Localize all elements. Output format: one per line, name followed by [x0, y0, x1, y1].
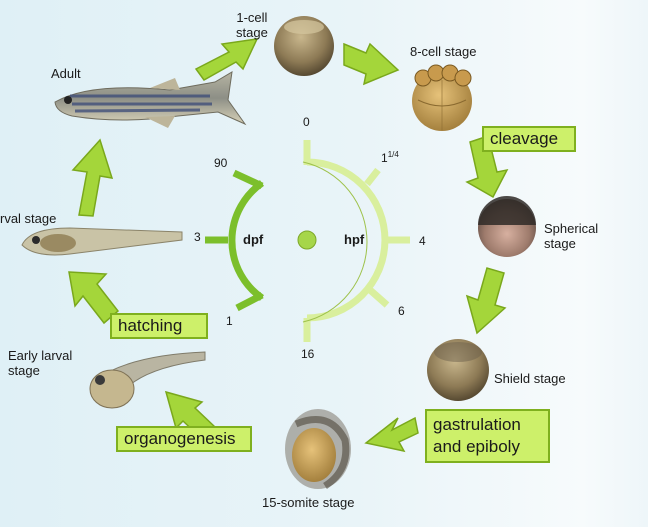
hpf-tick-1-1-4: 11/4: [381, 148, 399, 165]
spherical-stage-label: Spherical stage: [544, 221, 598, 251]
arrow-spherical-to-shield: [467, 268, 505, 333]
arrow-one-cell-to-eight-cell: [344, 44, 398, 84]
somite-15-stage-image: [285, 409, 351, 489]
larval-stage-label: rval stage: [0, 211, 56, 226]
arrow-larval-to-adult: [73, 140, 112, 216]
dpf-unit-label: dpf: [243, 232, 263, 247]
organogenesis-label-box: organogenesis: [116, 426, 252, 452]
hpf-tick-16: 16: [301, 347, 314, 361]
eight-cell-egg-image: [412, 65, 472, 131]
hpf-tick-0: 0: [303, 115, 310, 129]
gastrulation-label-box: gastrulation and epiboly: [425, 409, 550, 463]
hpf-tick-1-sup: 1/4: [388, 150, 399, 159]
hpf-unit-label: hpf: [344, 232, 364, 247]
adult-stage-label: Adult: [51, 66, 81, 81]
hatching-label-box: hatching: [110, 313, 208, 339]
arrow-gastrulation-left: [366, 418, 418, 451]
arrow-adult-to-one-cell: [196, 39, 257, 80]
hpf-tick-4: 4: [419, 234, 426, 248]
one-cell-stage-label: 1-cell stage: [236, 10, 268, 40]
hpf-tick-6: 6: [398, 304, 405, 318]
adult-fish-image: [55, 72, 245, 128]
dpf-tick-3: 3: [194, 230, 201, 244]
somite-15-stage-label: 15-somite stage: [262, 495, 355, 510]
hpf-tick-1-base: 1: [381, 151, 388, 165]
cleavage-label-box: cleavage: [482, 126, 576, 152]
early-larval-stage-label: Early larval stage: [8, 348, 72, 378]
dpf-tick-1: 1: [226, 314, 233, 328]
eight-cell-stage-label: 8-cell stage: [410, 44, 476, 59]
clock-center-dot: [298, 231, 316, 249]
spherical-stage-image: [478, 196, 536, 257]
dpf-tick-90: 90: [214, 156, 227, 170]
one-cell-egg-image: [274, 16, 334, 76]
larval-fish-image: [22, 228, 182, 255]
shield-stage-image: [427, 339, 489, 401]
shield-stage-label: Shield stage: [494, 371, 566, 386]
